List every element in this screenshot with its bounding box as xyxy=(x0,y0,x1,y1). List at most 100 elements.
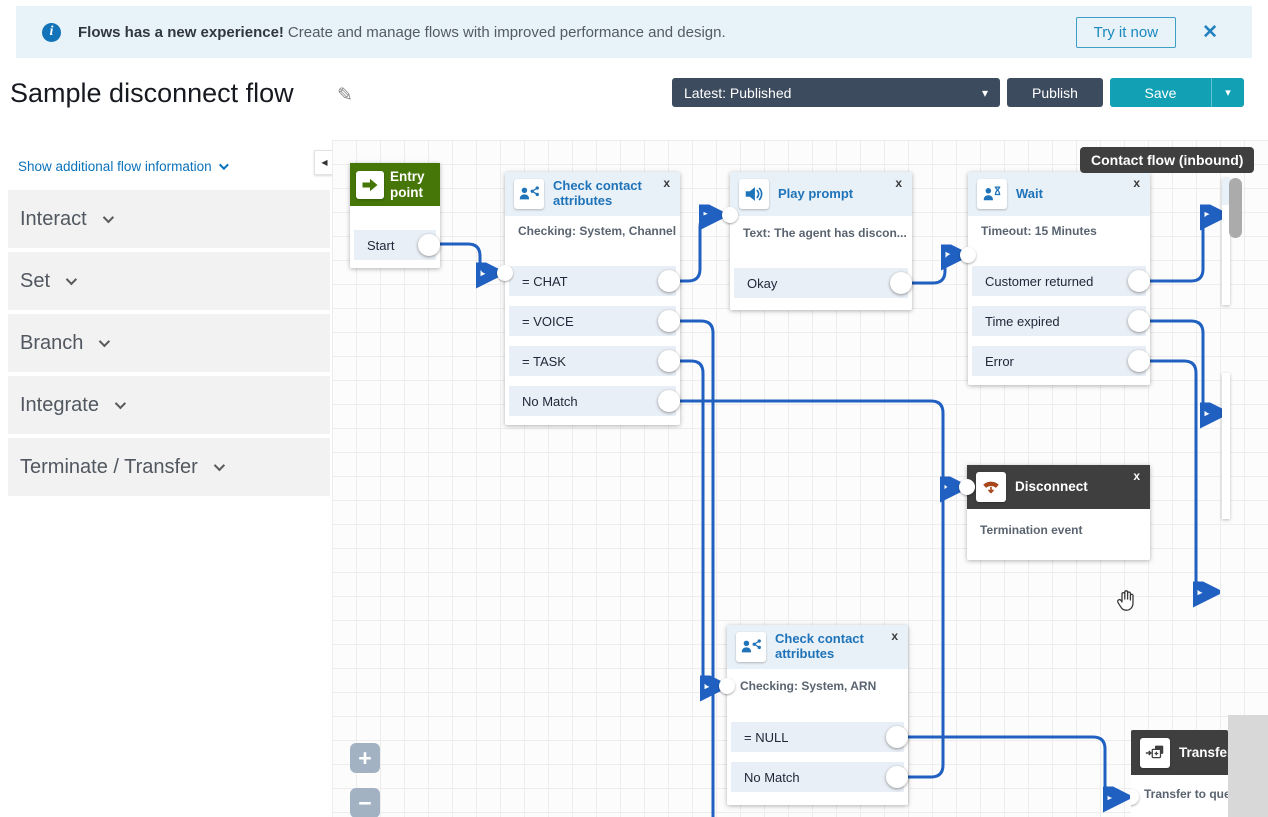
close-icon[interactable]: x xyxy=(1133,469,1140,483)
version-dropdown[interactable]: Latest: Published ▾ xyxy=(672,78,1000,107)
edit-pencil-icon[interactable]: ✎ xyxy=(337,85,353,106)
sidebar-section-integrate[interactable]: Integrate xyxy=(8,376,330,434)
wait-icon xyxy=(977,179,1007,209)
section-label: Terminate / Transfer xyxy=(20,455,198,478)
check-contact-attributes-icon xyxy=(736,632,766,662)
check-contact-attributes-icon xyxy=(514,179,544,209)
close-icon[interactable]: ✕ xyxy=(1202,21,1218,43)
node-check-contact-attributes-1[interactable]: Check contact attributes x Checking: Sys… xyxy=(497,172,680,425)
sidebar-section-interact[interactable]: Interact xyxy=(8,190,330,248)
input-port[interactable] xyxy=(1131,789,1139,805)
output-port[interactable] xyxy=(658,390,680,412)
show-link-label: Show additional flow information xyxy=(18,159,212,174)
vertical-scrollbar-thumb[interactable] xyxy=(1229,178,1242,238)
output-port[interactable] xyxy=(418,234,440,256)
input-port[interactable] xyxy=(719,678,735,694)
node-check-contact-attributes-2[interactable]: Check contact attributes x Checking: Sys… xyxy=(719,625,908,805)
node-output-row[interactable]: Start xyxy=(354,230,440,260)
chevron-down-icon: ▾ xyxy=(981,85,988,100)
offscreen-node-sliver xyxy=(1222,178,1230,305)
output-port[interactable] xyxy=(1128,350,1150,372)
node-wait[interactable]: Wait x Timeout: 15 Minutes Customer retu… xyxy=(960,172,1150,385)
flow-canvas[interactable]: Entry point Start Check contact attribut… xyxy=(332,140,1268,817)
node-title: Wait xyxy=(1016,185,1043,201)
sidebar-section-set[interactable]: Set xyxy=(8,252,330,310)
node-transfer-to-queue[interactable]: Transfer t Transfer to que xyxy=(1131,730,1228,817)
offscreen-node-sliver xyxy=(1222,373,1230,519)
banner-regular-text: Create and manage flows with improved pe… xyxy=(287,23,726,41)
node-output-row[interactable]: = VOICE xyxy=(509,306,680,336)
input-port[interactable] xyxy=(722,207,738,223)
blocks-sidebar: Show additional flow information ◀ Inter… xyxy=(0,140,335,817)
banner-bold-text: Flows has a new experience! xyxy=(78,23,284,41)
node-output-row[interactable]: = TASK xyxy=(509,346,680,376)
output-port[interactable] xyxy=(886,726,908,748)
node-title: Disconnect xyxy=(1015,479,1088,495)
flow-type-tooltip: Contact flow (inbound) xyxy=(1080,147,1255,173)
node-subtitle: Checking: System, ARN xyxy=(740,679,877,693)
page-title: Sample disconnect flow xyxy=(10,78,294,108)
input-port[interactable] xyxy=(960,247,976,263)
try-it-now-button[interactable]: Try it now xyxy=(1075,16,1177,48)
node-title: Check contact attributes xyxy=(553,178,642,208)
transfer-icon xyxy=(1140,737,1170,768)
node-output-row[interactable]: Customer returned xyxy=(972,266,1150,296)
hand-cursor xyxy=(1115,588,1139,619)
node-output-row[interactable]: No Match xyxy=(509,386,680,416)
chevron-down-icon xyxy=(65,273,78,286)
output-label: = NULL xyxy=(744,729,789,745)
section-label: Set xyxy=(20,269,51,292)
node-disconnect[interactable]: Disconnect x Termination event xyxy=(959,465,1150,560)
sidebar-section-branch[interactable]: Branch xyxy=(8,314,330,372)
output-label: Okay xyxy=(747,275,778,291)
publish-button[interactable]: Publish xyxy=(1007,78,1103,107)
output-label: = VOICE xyxy=(522,313,574,329)
node-output-row[interactable]: Time expired xyxy=(972,306,1150,336)
output-label: = TASK xyxy=(522,353,566,369)
node-output-row[interactable]: = NULL xyxy=(731,722,908,752)
output-port[interactable] xyxy=(890,272,912,294)
input-port[interactable] xyxy=(497,265,513,281)
output-port[interactable] xyxy=(658,310,680,332)
output-label: Customer returned xyxy=(985,273,1094,289)
node-play-prompt[interactable]: Play prompt x Text: The agent has discon… xyxy=(722,172,912,310)
close-icon[interactable]: x xyxy=(1133,176,1140,190)
node-title: Entry point xyxy=(390,169,425,200)
chevron-down-icon xyxy=(213,459,225,472)
show-additional-flow-information-link[interactable]: Show additional flow information xyxy=(18,159,229,174)
save-options-caret-button[interactable]: ▾ xyxy=(1212,78,1244,107)
input-port[interactable] xyxy=(959,479,975,495)
node-output-row[interactable]: Error xyxy=(972,346,1150,376)
entry-point-icon xyxy=(356,170,384,199)
sidebar-section-terminate-transfer[interactable]: Terminate / Transfer xyxy=(8,438,330,496)
output-port[interactable] xyxy=(1128,310,1150,332)
chevron-down-icon xyxy=(102,211,114,224)
close-icon[interactable]: x xyxy=(663,176,670,190)
disconnect-phone-icon xyxy=(976,472,1006,502)
output-port[interactable] xyxy=(1128,270,1150,292)
output-label: Start xyxy=(367,237,395,253)
info-icon: i xyxy=(42,22,61,42)
close-icon[interactable]: x xyxy=(895,176,902,190)
chevron-down-icon xyxy=(114,397,127,410)
node-subtitle: Text: The agent has discon... xyxy=(743,226,907,240)
zoom-in-button[interactable]: + xyxy=(350,743,380,773)
section-label: Interact xyxy=(20,207,87,230)
output-port[interactable] xyxy=(658,350,680,372)
node-output-row[interactable]: = CHAT xyxy=(509,266,680,296)
node-subtitle: Checking: System, Channel xyxy=(518,224,677,238)
save-button[interactable]: Save xyxy=(1110,78,1212,107)
output-port[interactable] xyxy=(886,766,908,788)
zoom-out-button[interactable]: − xyxy=(350,788,380,817)
node-title: Play prompt xyxy=(778,185,854,201)
node-output-row[interactable]: No Match xyxy=(731,762,908,792)
node-output-row[interactable]: Okay xyxy=(734,268,912,298)
section-label: Integrate xyxy=(20,393,99,416)
right-edge-panel xyxy=(1228,715,1268,817)
output-port[interactable] xyxy=(658,270,680,292)
node-entry-point[interactable]: Entry point Start xyxy=(350,163,440,268)
version-dropdown-value: Latest: Published xyxy=(684,84,792,101)
node-subtitle: Timeout: 15 Minutes xyxy=(981,224,1097,238)
close-icon[interactable]: x xyxy=(891,629,898,643)
